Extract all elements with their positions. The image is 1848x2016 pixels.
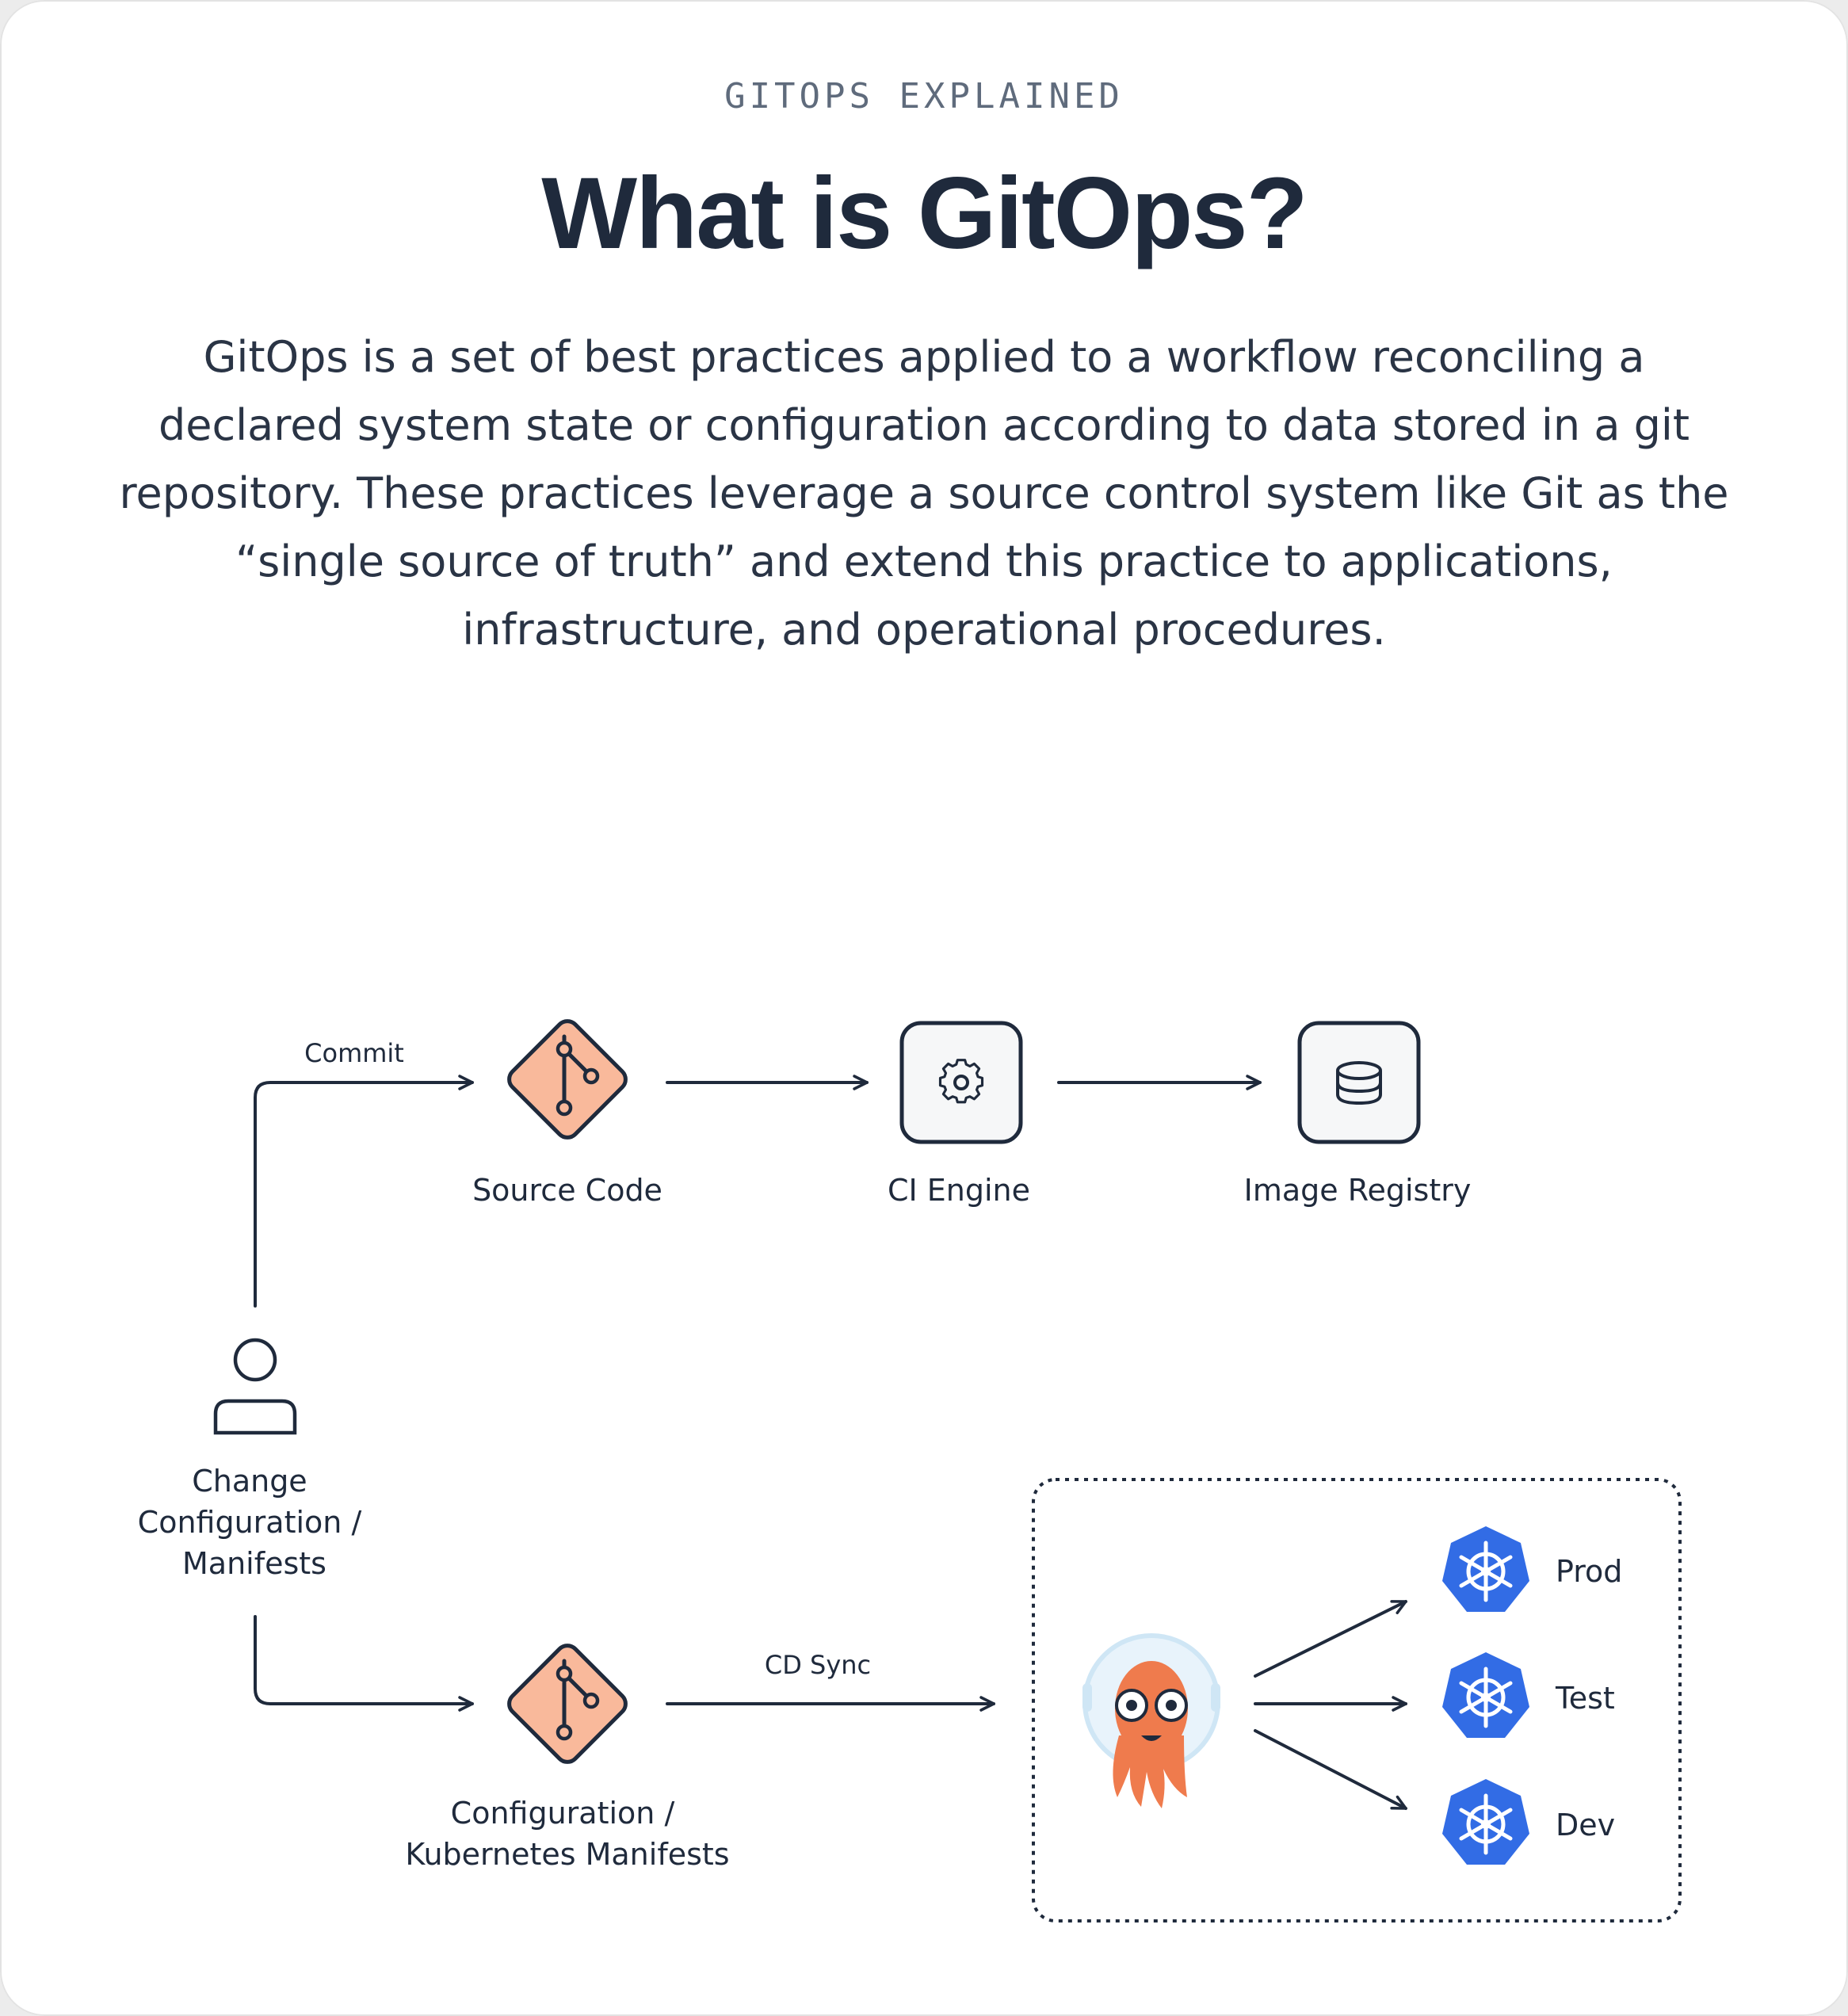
gear-icon: [938, 1059, 984, 1104]
environment-label-dev: Dev: [1556, 1808, 1615, 1842]
commit-label: Commit: [304, 1038, 404, 1068]
svg-text:Configuration / Kubern: Configuration / Kubernetes Manifests: [405, 1796, 729, 1872]
person-label-line-3: Manifests: [182, 1546, 326, 1581]
environment-label-test: Test: [1555, 1681, 1615, 1716]
commit-arrow: [254, 1075, 474, 1308]
cluster-group: Prod Test: [1032, 1478, 1682, 1922]
person-label-line-2: Configuration /: [138, 1505, 362, 1540]
git-icon: [507, 1019, 628, 1140]
description-paragraph: GitOps is a set of best practices applie…: [119, 332, 1729, 655]
eyebrow-label: GITOPS EXPLAINED: [724, 76, 1124, 116]
user-icon: [213, 1338, 297, 1435]
argo-to-prod-arrow: [1254, 1600, 1407, 1678]
page-title: What is GitOps?: [541, 157, 1308, 270]
config-repo-node: Configuration / Kubernetes Manifests: [405, 1644, 730, 1872]
environment-label-prod: Prod: [1556, 1554, 1622, 1589]
cd-sync-label: CD Sync: [765, 1650, 871, 1680]
kubernetes-icon: [1442, 1652, 1529, 1738]
kubernetes-dev-node: Dev: [1442, 1779, 1615, 1865]
git-icon: [507, 1644, 628, 1764]
image-registry-label: Image Registry: [1244, 1173, 1472, 1208]
ci-engine-label: CI Engine: [888, 1173, 1030, 1208]
image-registry-node: Image Registry: [1244, 1021, 1472, 1208]
kubernetes-icon: [1442, 1526, 1529, 1612]
kubernetes-icon: [1442, 1779, 1529, 1865]
kubernetes-prod-node: Prod: [1442, 1526, 1622, 1612]
argo-to-dev-arrow: [1254, 1729, 1407, 1810]
svg-text:Change Configuration /: Change Configuration / Manifests: [138, 1464, 372, 1581]
person-to-config-arrow: [254, 1615, 474, 1712]
database-icon: [1336, 1061, 1382, 1105]
source-code-label: Source Code: [472, 1173, 662, 1208]
kubernetes-test-node: Test: [1442, 1652, 1615, 1738]
person-label-line-1: Change: [192, 1464, 307, 1499]
ci-engine-node: CI Engine: [888, 1021, 1030, 1208]
source-code-node: Source Code: [472, 1019, 662, 1208]
argo-octopus-icon: [1082, 1633, 1220, 1808]
person-node: Change Configuration / Manifests: [138, 1338, 372, 1581]
config-repo-label-line-2: Kubernetes Manifests: [405, 1837, 729, 1872]
config-repo-label-line-1: Configuration /: [451, 1796, 675, 1831]
